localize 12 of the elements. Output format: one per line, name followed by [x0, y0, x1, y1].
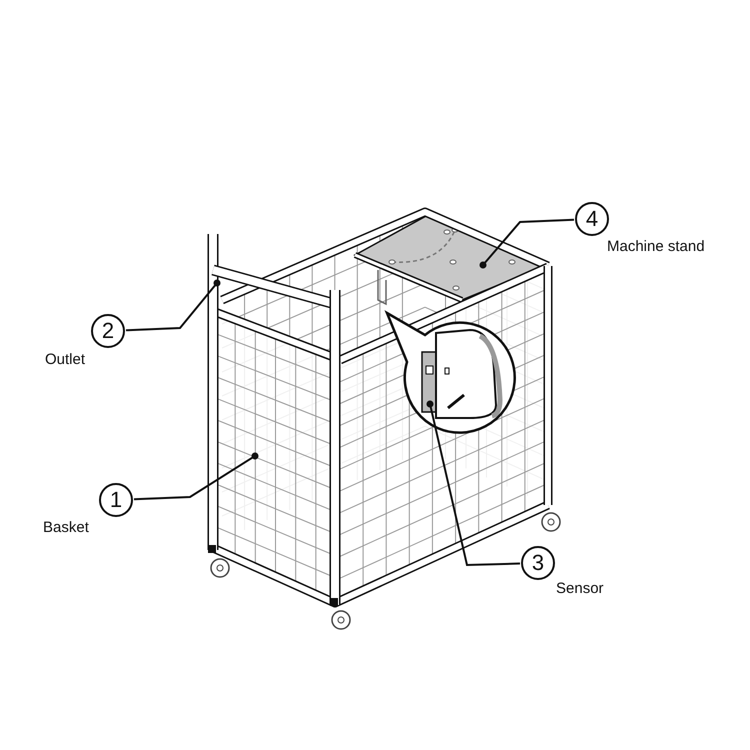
callout-number: 4 [575, 202, 609, 236]
part-label: Machine stand [607, 238, 705, 255]
part-label: Basket [43, 519, 89, 536]
leader-line [426, 400, 520, 566]
callout-number: 3 [521, 546, 555, 580]
part-label: Sensor [556, 580, 604, 597]
leader-line [126, 280, 220, 332]
callout-number: 1 [99, 483, 133, 517]
callout-number: 2 [91, 314, 125, 348]
leader-line [134, 452, 258, 500]
part-label: Outlet [45, 351, 86, 368]
leader-line [480, 218, 574, 268]
